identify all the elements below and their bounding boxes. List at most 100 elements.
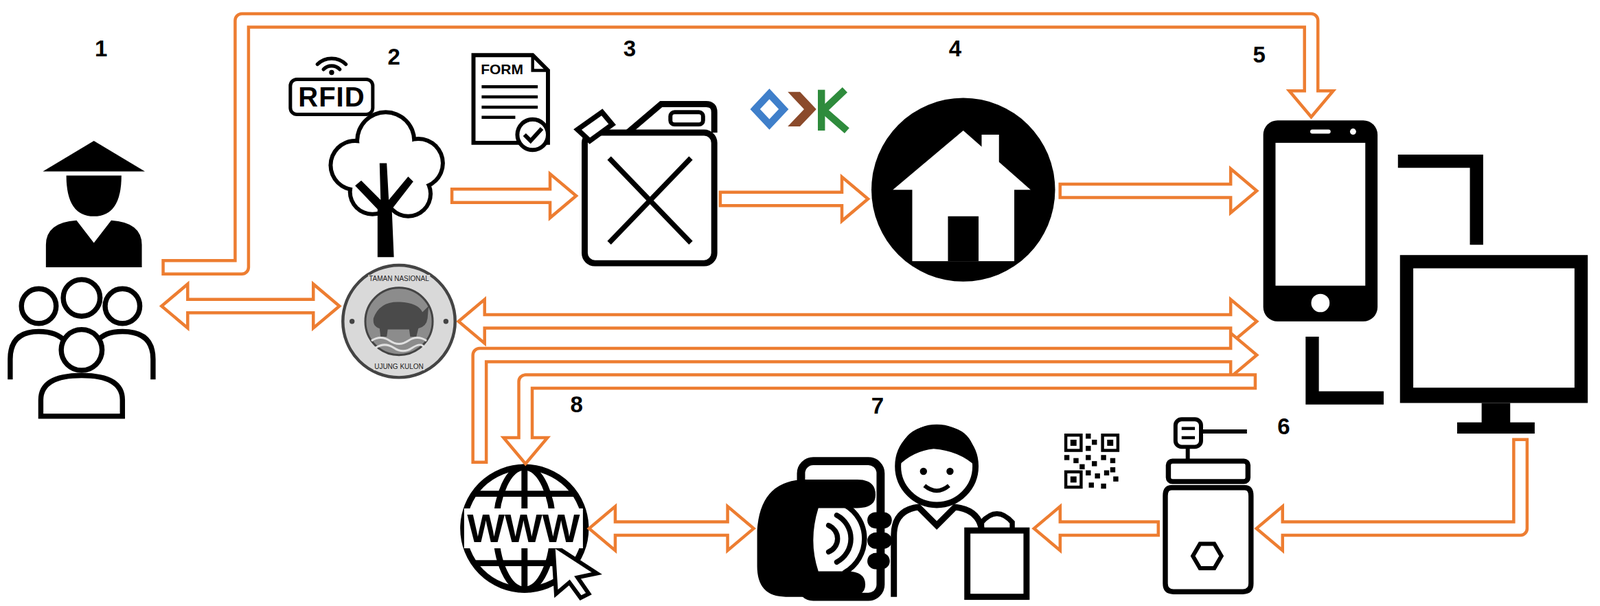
- arrow-head: [727, 506, 754, 551]
- arrow-head: [550, 173, 577, 218]
- flow-arrow: [503, 381, 1257, 464]
- honey-jar-icon: [1201, 429, 1247, 434]
- people-icon: [63, 279, 100, 316]
- people-icon: [10, 140, 154, 417]
- people-icon: [66, 175, 122, 216]
- arrow-body: [479, 355, 1231, 464]
- form-icon: [481, 86, 538, 118]
- people-icon: [42, 140, 145, 172]
- arrow-head: [1230, 168, 1257, 213]
- qr-code: [1104, 436, 1117, 450]
- arrow-head: [1288, 90, 1333, 117]
- flow-arrow: [1256, 438, 1521, 551]
- arrow-body: [525, 381, 1257, 438]
- arrow-body: [164, 20, 1312, 268]
- qr-code: [1104, 470, 1110, 476]
- shopper-icon: 7: [757, 420, 1031, 599]
- text-holder: 3: [623, 36, 636, 62]
- text-holder: 1: [94, 36, 108, 62]
- arrow-body: [1280, 440, 1521, 529]
- arrow-body: [453, 190, 553, 202]
- qr-code: [1110, 466, 1116, 472]
- honey-jar-icon: [1168, 460, 1248, 482]
- devices-icon: [1481, 403, 1511, 424]
- qr-code: [1094, 473, 1100, 478]
- form-icon: [517, 119, 548, 151]
- callout-number: 3: [623, 36, 636, 62]
- arrow-body: [479, 355, 1234, 461]
- jerrycan-icon: [577, 103, 715, 264]
- shopper-icon: [844, 504, 864, 573]
- arrow-body: [1282, 438, 1521, 529]
- qr-code: [1067, 473, 1080, 486]
- people-group: 1: [10, 142, 158, 421]
- qr-code: [1064, 454, 1070, 460]
- arrow-body: [482, 315, 1234, 327]
- shopper-icon: [898, 425, 976, 466]
- shopper-icon: [828, 504, 865, 573]
- text-holder: 4: [949, 36, 962, 62]
- people-icon: [40, 374, 123, 416]
- wireless-symbol: [317, 58, 347, 64]
- arrow-head: [161, 283, 188, 328]
- qr-code: [1064, 470, 1083, 489]
- qr-code: [1091, 439, 1097, 445]
- house-icon: [871, 98, 1055, 282]
- flow-arrow: [479, 333, 1257, 464]
- park-logo-emblem: [349, 318, 355, 324]
- shopper-icon: [828, 525, 838, 553]
- odk-logo: [823, 109, 847, 131]
- wireless-symbol: [323, 65, 340, 70]
- flow-arrow: [161, 283, 340, 328]
- flow-arrow: [1034, 506, 1160, 551]
- jerrycan-icon: [584, 132, 715, 264]
- devices-icon: [1350, 128, 1357, 135]
- park-logo-emblem: [375, 344, 425, 351]
- callout-number: 6: [1277, 414, 1290, 439]
- web-label: WWW: [464, 508, 583, 548]
- devices-icon: [1263, 120, 1589, 434]
- qr-code: [1073, 458, 1079, 463]
- honey-jar-icon: [1185, 446, 1191, 459]
- qr-code: [1064, 433, 1119, 489]
- people-icon: [21, 288, 57, 323]
- form-icon: [481, 95, 538, 99]
- house-icon: [947, 216, 979, 261]
- tree-icon: [355, 163, 414, 258]
- jerrycan-icon: [670, 111, 704, 125]
- tree-icon: [328, 109, 445, 257]
- devices-icon: [1398, 161, 1477, 246]
- park-logo-emblem: [342, 265, 455, 377]
- callout-number: 7: [871, 393, 884, 419]
- park-logo-emblem: [342, 265, 455, 377]
- park-logo: TAMAN NASIONALUJUNG KULON: [342, 265, 455, 377]
- text-holder: 6: [1277, 414, 1290, 439]
- arrow-head: [458, 299, 485, 344]
- jerrycan-icon: [577, 111, 613, 141]
- arrow-body: [721, 193, 845, 204]
- qr-code: [1100, 433, 1120, 452]
- devices-icon: [1275, 142, 1366, 286]
- form-icon: [481, 116, 516, 119]
- odk-logo: [787, 92, 817, 127]
- web-globe-icon: [463, 466, 598, 598]
- arrow-head: [1230, 333, 1257, 377]
- qr-code: [1085, 470, 1091, 476]
- people-icon: [96, 331, 154, 380]
- arrow-body: [1057, 523, 1158, 534]
- logo-label: TAMAN NASIONAL: [368, 274, 430, 283]
- qr-code: [1089, 482, 1094, 487]
- web-globe: 8WWW: [463, 466, 586, 590]
- park-logo-emblem: [443, 318, 449, 324]
- arrow-head: [503, 437, 548, 464]
- text-holder: 5: [1253, 42, 1266, 68]
- arrow-body: [1061, 185, 1234, 196]
- text-holder: RFID: [298, 81, 365, 112]
- form-label: FORM: [479, 61, 525, 77]
- text-holder: 8: [569, 392, 583, 417]
- people-icon: [61, 329, 102, 371]
- arrow-body: [161, 20, 1311, 268]
- honey-jar-icon: [1181, 436, 1195, 439]
- house-icon: 4: [871, 98, 1055, 282]
